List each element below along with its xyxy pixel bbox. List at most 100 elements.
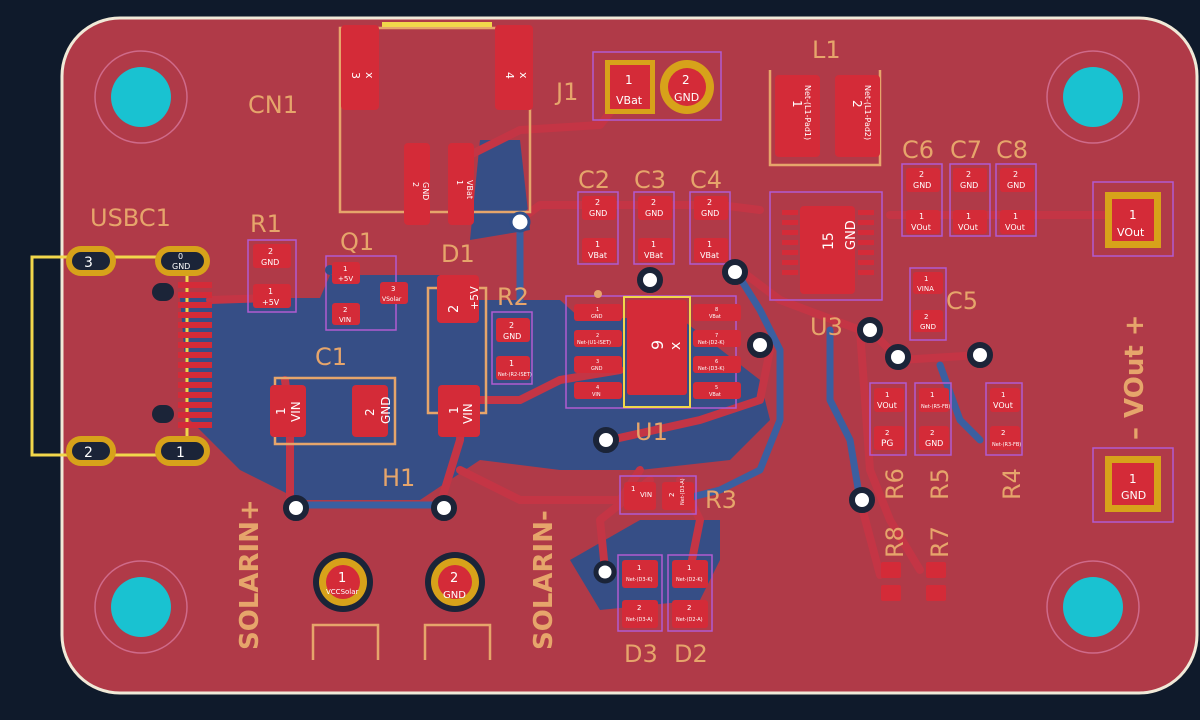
r5-pad-2[interactable]: 2 GND bbox=[919, 426, 949, 450]
j1-pad-1[interactable]: 1 VBat bbox=[605, 60, 655, 114]
c2-pad-1[interactable]: 1 VBat bbox=[582, 238, 616, 262]
pad-number: 2 bbox=[363, 408, 377, 416]
pad-number: 0 bbox=[178, 252, 183, 261]
pad-number: 1 bbox=[637, 564, 641, 572]
pad-net: GND bbox=[379, 396, 393, 424]
c3-pad-1[interactable]: 1 VBat bbox=[638, 238, 672, 262]
u3-pins bbox=[782, 210, 874, 275]
j1-pad-2[interactable]: 2 GND bbox=[660, 60, 714, 114]
r2-pad-2[interactable]: 2 GND bbox=[496, 318, 530, 342]
d1-pad-2[interactable]: 2 +5V bbox=[437, 275, 481, 323]
c8-pad-1[interactable]: 1 VOut bbox=[1000, 210, 1034, 234]
d3-pad-1[interactable]: 1 Net-(D3-K) bbox=[622, 560, 658, 588]
pad-net: VIN bbox=[339, 316, 351, 324]
pad-net: VOut bbox=[958, 223, 978, 232]
h1-vin-pad[interactable]: 1 VIN bbox=[438, 385, 480, 437]
pad-net: VOut bbox=[993, 401, 1013, 410]
u3-center-pad[interactable]: 15 GND bbox=[800, 206, 859, 294]
pad-number: 1 bbox=[707, 240, 712, 249]
c3-pad-2[interactable]: 2 GND bbox=[638, 196, 672, 220]
r1-pad-2[interactable]: 2 GND bbox=[253, 244, 291, 268]
q1-pad-2[interactable]: 2 VIN bbox=[332, 303, 360, 325]
c5-pad-2[interactable]: 2 GND bbox=[913, 310, 943, 332]
ref-r6: R6 bbox=[881, 468, 909, 500]
ref-c3: C3 bbox=[634, 166, 666, 194]
c7-pad-2[interactable]: 2 GND bbox=[953, 168, 987, 192]
c4-pad-1[interactable]: 1 VBat bbox=[694, 238, 728, 262]
pad-number: 2 bbox=[84, 445, 93, 461]
ref-r2: R2 bbox=[497, 283, 529, 311]
gnd-pad[interactable]: 1 GND bbox=[1105, 456, 1161, 512]
solar-pad-2[interactable]: 2 GND bbox=[425, 552, 485, 612]
u1-left-pins[interactable]: 1 GND 2 Net-(U1-ISET) 3 GND 4 VIN bbox=[574, 304, 622, 399]
solar-pad-1[interactable]: 1 VCCSolar bbox=[313, 552, 373, 612]
pad-number: 2 bbox=[850, 100, 864, 108]
c1-pad-1[interactable]: 1 VIN bbox=[270, 385, 306, 437]
pad-net: x bbox=[363, 72, 376, 79]
pad-number: 1 bbox=[1013, 212, 1018, 221]
r4-pad-2[interactable]: 2 Net-(R3-FB) bbox=[990, 426, 1021, 450]
ref-d2: D2 bbox=[674, 640, 708, 668]
c4-pad-2[interactable]: 2 GND bbox=[694, 196, 728, 220]
c5-pad-1[interactable]: 1 VINA bbox=[913, 272, 943, 294]
r6-pad-2[interactable]: 2 PG bbox=[874, 426, 904, 450]
cn1-pad-4[interactable]: 4 x bbox=[495, 25, 533, 110]
usb-pad-2[interactable]: 2 bbox=[66, 436, 116, 466]
usb-pad-0[interactable]: 0 GND bbox=[155, 246, 210, 276]
u1-center-pad[interactable]: 9 x bbox=[623, 296, 691, 408]
pad-net: GND bbox=[645, 209, 663, 218]
c7-pad-1[interactable]: 1 VOut bbox=[953, 210, 987, 234]
r2-pad-1[interactable]: 1 Net-(R2-ISET) bbox=[496, 356, 532, 380]
pad-net: Net-(D2-A) bbox=[676, 617, 703, 623]
mounting-holes bbox=[94, 50, 1140, 654]
l1-pad-1[interactable]: 1 Net-(L1-Pad1) bbox=[775, 75, 820, 157]
pad-net: VIN bbox=[461, 403, 475, 424]
vias bbox=[283, 211, 993, 584]
pad-number: 1 bbox=[924, 275, 928, 283]
ref-u3: U3 bbox=[810, 313, 843, 341]
ref-c4: C4 bbox=[690, 166, 722, 194]
pad-net: GND bbox=[503, 332, 521, 341]
r1-pad-1[interactable]: 1 +5V bbox=[253, 284, 291, 308]
d2-pad-1[interactable]: 1 Net-(D2-K) bbox=[672, 560, 708, 588]
c6-pad-1[interactable]: 1 VOut bbox=[906, 210, 940, 234]
ref-c2: C2 bbox=[578, 166, 610, 194]
c8-pad-2[interactable]: 2 GND bbox=[1000, 168, 1034, 192]
vout-pad[interactable]: 1 VOut bbox=[1105, 192, 1161, 248]
usb-pad-3[interactable]: 3 bbox=[66, 246, 116, 276]
d2-pad-2[interactable]: 2 Net-(D2-A) bbox=[672, 600, 708, 628]
c1-pad-2[interactable]: 2 GND bbox=[352, 385, 393, 437]
pad-net: +5V bbox=[262, 298, 280, 307]
l1-pad-2[interactable]: 2 Net-(L1-Pad2) bbox=[835, 75, 880, 157]
pad-net: GND bbox=[920, 323, 936, 331]
pad-number: 15 bbox=[821, 232, 837, 250]
d1-pad-2-gnd[interactable]: 2 GND bbox=[404, 143, 430, 225]
r5-pad-1[interactable]: 1 Net-(R5-FB) bbox=[919, 388, 950, 412]
d1-pad-1-vbat[interactable]: 1 VBat bbox=[448, 143, 474, 225]
pad-number: 1 bbox=[596, 307, 599, 313]
label-vout: – VOut + bbox=[1120, 314, 1150, 440]
r6-pad-1[interactable]: 1 VOut bbox=[874, 388, 904, 412]
c6-pad-2[interactable]: 2 GND bbox=[906, 168, 940, 192]
pad-number: 2 bbox=[707, 198, 712, 207]
ref-l1: L1 bbox=[812, 36, 841, 64]
pad-net: VOut bbox=[911, 223, 931, 232]
r3-pad-1[interactable]: 1 VIN bbox=[624, 482, 656, 510]
q1-pad-3[interactable]: 3 VSolar bbox=[380, 282, 408, 304]
pad-net: VBat bbox=[588, 251, 607, 260]
usb-pad-1[interactable]: 1 bbox=[155, 436, 210, 466]
cn1-pad-3[interactable]: 3 x bbox=[341, 25, 379, 110]
r4-pad-1[interactable]: 1 VOut bbox=[990, 388, 1020, 412]
u1-right-pins[interactable]: 8 VBat 7 Net-(D2-K) 6 Net-(D3-K) 5 VBat bbox=[693, 304, 741, 399]
pad-number: 7 bbox=[715, 333, 718, 339]
pad-number: 1 bbox=[595, 240, 600, 249]
pad-number: 2 bbox=[268, 247, 273, 256]
c2-pad-2[interactable]: 2 GND bbox=[582, 196, 616, 220]
d3-pad-2[interactable]: 2 Net-(D3-A) bbox=[622, 600, 658, 628]
ref-r1: R1 bbox=[250, 210, 282, 238]
pad-number: 1 bbox=[343, 265, 347, 273]
r3-pad-2[interactable]: 2 Net-(D3-A) bbox=[662, 478, 694, 510]
q1-pad-1[interactable]: 1 +5V bbox=[332, 262, 360, 284]
pad-net: VIN bbox=[592, 392, 601, 398]
